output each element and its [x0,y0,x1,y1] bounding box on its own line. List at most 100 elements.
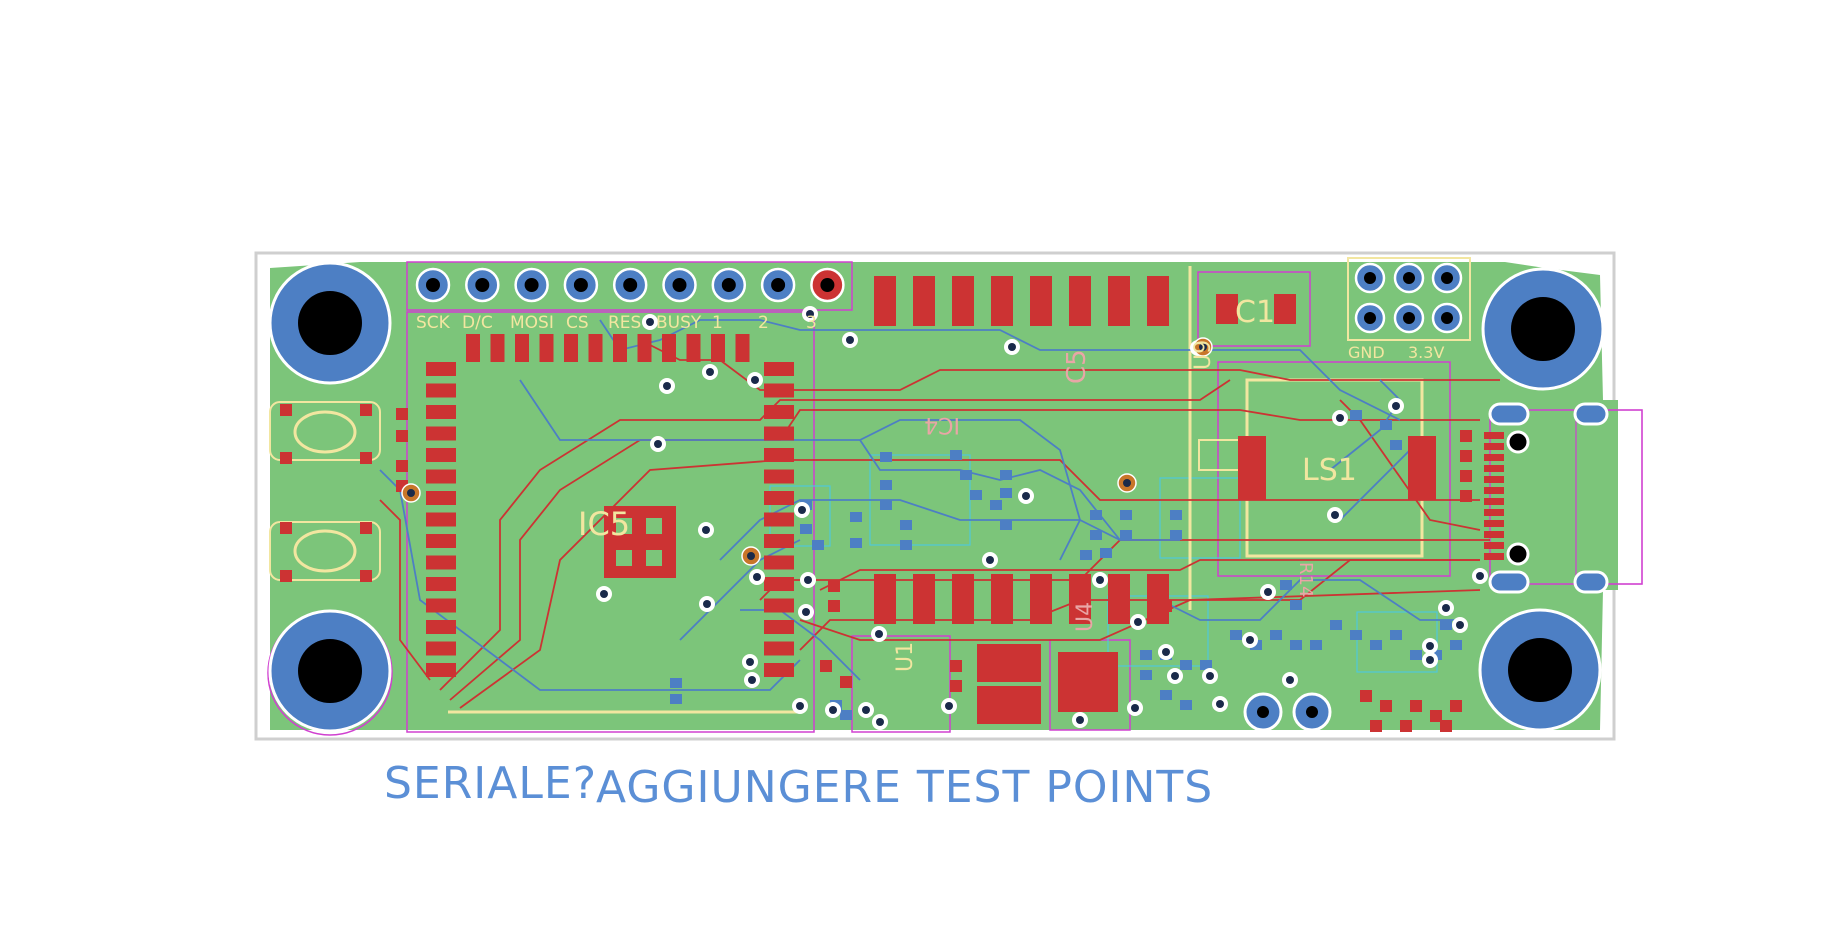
module-pad [426,426,456,441]
via-drill [1076,716,1084,724]
smd-pad-back [900,540,912,550]
front-trace [439,379,1231,691]
mounting-hole-top-left[interactable] [268,261,392,385]
smd-pad-back [950,450,962,460]
smd-pad-front [280,404,292,416]
power-header-connector[interactable] [1354,262,1463,334]
gnd-label: GND [1348,343,1385,362]
via-drill [986,556,994,564]
module-pad [764,577,794,591]
via-drill [706,368,714,376]
via-drill [753,573,761,581]
smd-pad-front [1460,470,1472,482]
smd-pad-front [950,680,962,692]
header-pin-drill [820,278,835,292]
smd-pad-front [1440,720,1452,732]
via-drill [746,658,754,666]
power-header-drill [1441,272,1453,284]
module-pad [426,598,456,613]
c1-capacitor-pads[interactable] [1216,294,1296,324]
smd-pad-front [1150,580,1162,592]
smd-pad-back [1390,630,1402,640]
test-via-drill [1199,343,1207,351]
bottom-test-pads[interactable] [1243,692,1332,732]
module-pad [426,469,456,484]
mounting-hole-icon [298,291,362,355]
via-drill [663,382,671,390]
module-pad [764,448,794,462]
smd-pad-back [1140,670,1152,680]
module-pad [764,598,794,613]
mounting-hole-bottom-right[interactable] [1478,608,1602,732]
via-drill [1456,621,1464,629]
smd-pad-back [1450,640,1462,650]
header-pin-drill [524,278,539,292]
header-pin-drill [672,278,687,292]
smd-pad-back [670,694,682,704]
smd-pad-back [1140,650,1152,660]
fpc-pad [991,574,1013,624]
3v3-label: 3.3V [1408,343,1444,362]
display-header-connector[interactable] [415,267,845,303]
smd-pad-back [812,540,824,550]
u1-reference: U1 [893,642,918,672]
header-pin-label: 3 [806,313,817,333]
usb-pad [1484,465,1504,472]
via-drill [1476,572,1484,580]
header-pin-drill [771,278,786,292]
module-pad [686,334,701,362]
via-layer [401,306,1488,730]
module-pad [764,512,794,527]
fpc-pad [1030,574,1052,624]
smd-pad-back [1000,470,1012,480]
smd-pad-back [850,538,862,548]
smd-pad-back [1410,650,1422,660]
via-drill [945,702,953,710]
usb-c-connector-icon[interactable] [1488,402,1643,594]
smd-pad-front [1370,720,1382,732]
header-pin-drill [426,278,440,292]
smd-pad-back [1440,620,1452,630]
via-drill [876,718,884,726]
smd-pad-front [360,452,372,464]
usb-pad [1484,443,1504,450]
mounting-hole-top-right[interactable] [1481,267,1605,391]
smd-pad-back [1380,420,1392,430]
header-pin-label: 1 [712,313,723,333]
mounting-hole-icon [1511,297,1575,361]
header-pin-drill [573,278,588,292]
u4-regulator-pads[interactable] [1058,652,1118,712]
via-drill [702,526,710,534]
via-drill [1336,414,1344,422]
inductor-pads[interactable] [977,644,1041,724]
smd-pad-front [950,660,962,672]
ls1-speaker-pads[interactable] [1238,436,1436,500]
fpc-pad [1069,574,1091,624]
fpc-pad [991,276,1013,326]
smd-pad-back [1120,510,1132,520]
smd-pad-front [396,408,408,420]
pad-layer [280,276,1504,732]
header-pin-drill [721,278,736,292]
ic5-thermal-pad[interactable] [604,506,676,578]
u4-reference: U4 [1073,602,1098,632]
smd-pad-back [1080,550,1092,560]
via-drill [1162,648,1170,656]
via-drill [1426,656,1434,664]
module-pad [764,405,794,419]
fpc-pad [1069,276,1091,326]
mounting-hole-bottom-left[interactable] [268,609,392,733]
via-drill [862,706,870,714]
module-pad [637,334,652,362]
smd-pad-front [1410,700,1422,712]
smd-pad-front [1450,700,1462,712]
module-pad [613,334,627,362]
via-drill [1096,576,1104,584]
c5-reference: C5 [1062,349,1092,384]
module-pad [764,383,794,398]
via-drill [804,576,812,584]
back-trace [1329,379,1402,471]
smd-pad-back [1000,488,1012,498]
